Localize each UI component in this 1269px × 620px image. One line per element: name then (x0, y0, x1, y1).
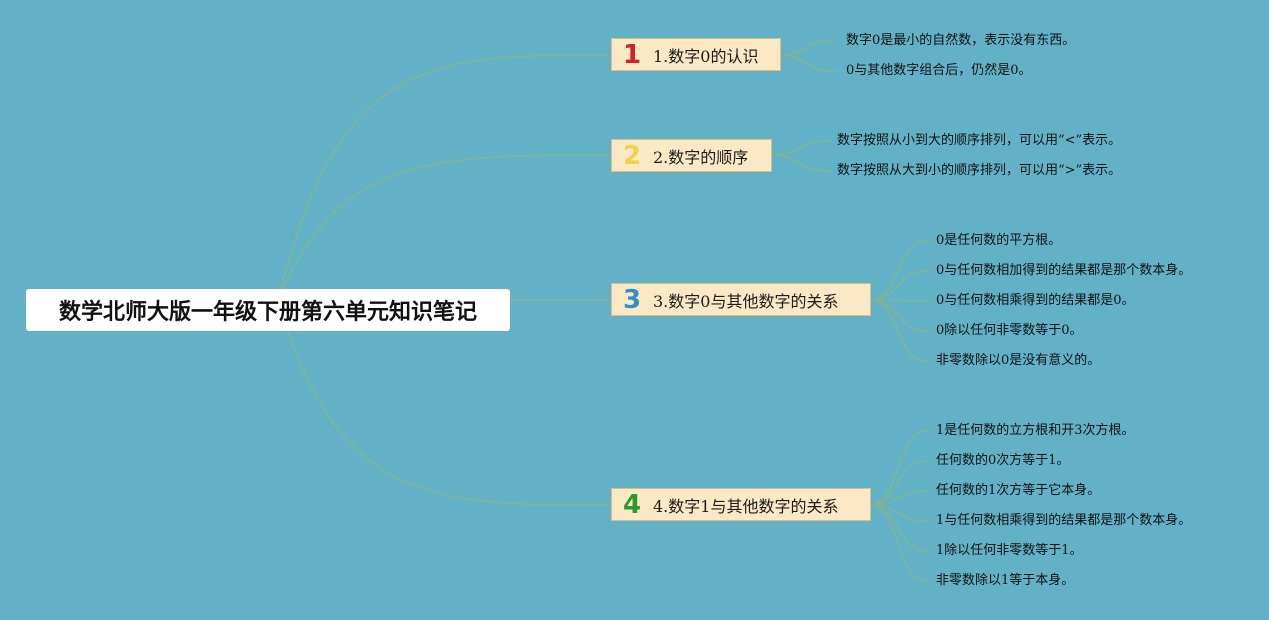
connector-line (277, 299, 612, 506)
number-4-icon: 4 (622, 489, 642, 520)
connector-line (771, 154, 827, 172)
leaf-item[interactable]: 0与其他数字组合后，仍然是0。 (846, 63, 1032, 78)
branch-label: 3.数字0与其他数字的关系 (653, 291, 839, 311)
leaf-item[interactable]: 0是任何数的平方根。 (936, 233, 1062, 248)
leaf-item[interactable]: 数字按照从小到大的顺序排列，可以用“<”表示。 (837, 133, 1122, 148)
connector-line (277, 54, 612, 301)
leaf-item[interactable]: 任何数的0次方等于1。 (936, 453, 1070, 468)
root-topic[interactable]: 数学北师大版一年级下册第六单元知识笔记 (26, 289, 510, 331)
connector-line (771, 140, 827, 156)
leaf-item[interactable]: 1与任何数相乘得到的结果都是那个数本身。 (936, 513, 1192, 528)
connector-line (780, 54, 831, 72)
branch-label: 1.数字0的认识 (653, 46, 759, 66)
number-3-icon: 3 (622, 284, 642, 315)
leaf-item[interactable]: 1除以任何非零数等于1。 (936, 543, 1083, 558)
root-title: 数学北师大版一年级下册第六单元知识笔记 (58, 300, 477, 325)
branch-label: 4.数字1与其他数字的关系 (653, 496, 839, 516)
leaf-item[interactable]: 1是任何数的立方根和开3次方根。 (936, 423, 1135, 438)
leaf-item[interactable]: 数字0是最小的自然数，表示没有东西。 (846, 33, 1076, 48)
leaf-item[interactable]: 任何数的1次方等于它本身。 (936, 483, 1101, 498)
connector-line (277, 154, 612, 301)
connector-line (870, 299, 926, 332)
branch-topic-1[interactable]: 1 1.数字0的认识 (611, 38, 781, 71)
number-2-icon: 2 (622, 140, 642, 171)
branch-topic-4[interactable]: 4 4.数字1与其他数字的关系 (611, 488, 871, 521)
leaf-item[interactable]: 0与任何数相乘得到的结果都是0。 (936, 293, 1135, 308)
connector-line (870, 504, 926, 582)
connector-line (870, 299, 926, 362)
branch-topic-2[interactable]: 2 2.数字的顺序 (611, 139, 772, 172)
number-1-icon: 1 (622, 39, 642, 70)
connector-line (870, 240, 926, 301)
branch-topic-3[interactable]: 3 3.数字0与其他数字的关系 (611, 283, 871, 316)
leaf-item[interactable]: 数字按照从大到小的顺序排列，可以用“>”表示。 (837, 163, 1122, 178)
connector-line (780, 40, 831, 56)
branch-label: 2.数字的顺序 (653, 147, 749, 167)
leaf-item[interactable]: 非零数除以1等于本身。 (936, 573, 1075, 588)
leaf-item[interactable]: 非零数除以0是没有意义的。 (936, 353, 1101, 368)
leaf-item[interactable]: 0与任何数相加得到的结果都是那个数本身。 (936, 263, 1192, 278)
connector-line (870, 460, 926, 506)
leaf-item[interactable]: 0除以任何非零数等于0。 (936, 323, 1083, 338)
connector-line (870, 430, 926, 506)
connector-line (870, 270, 926, 301)
